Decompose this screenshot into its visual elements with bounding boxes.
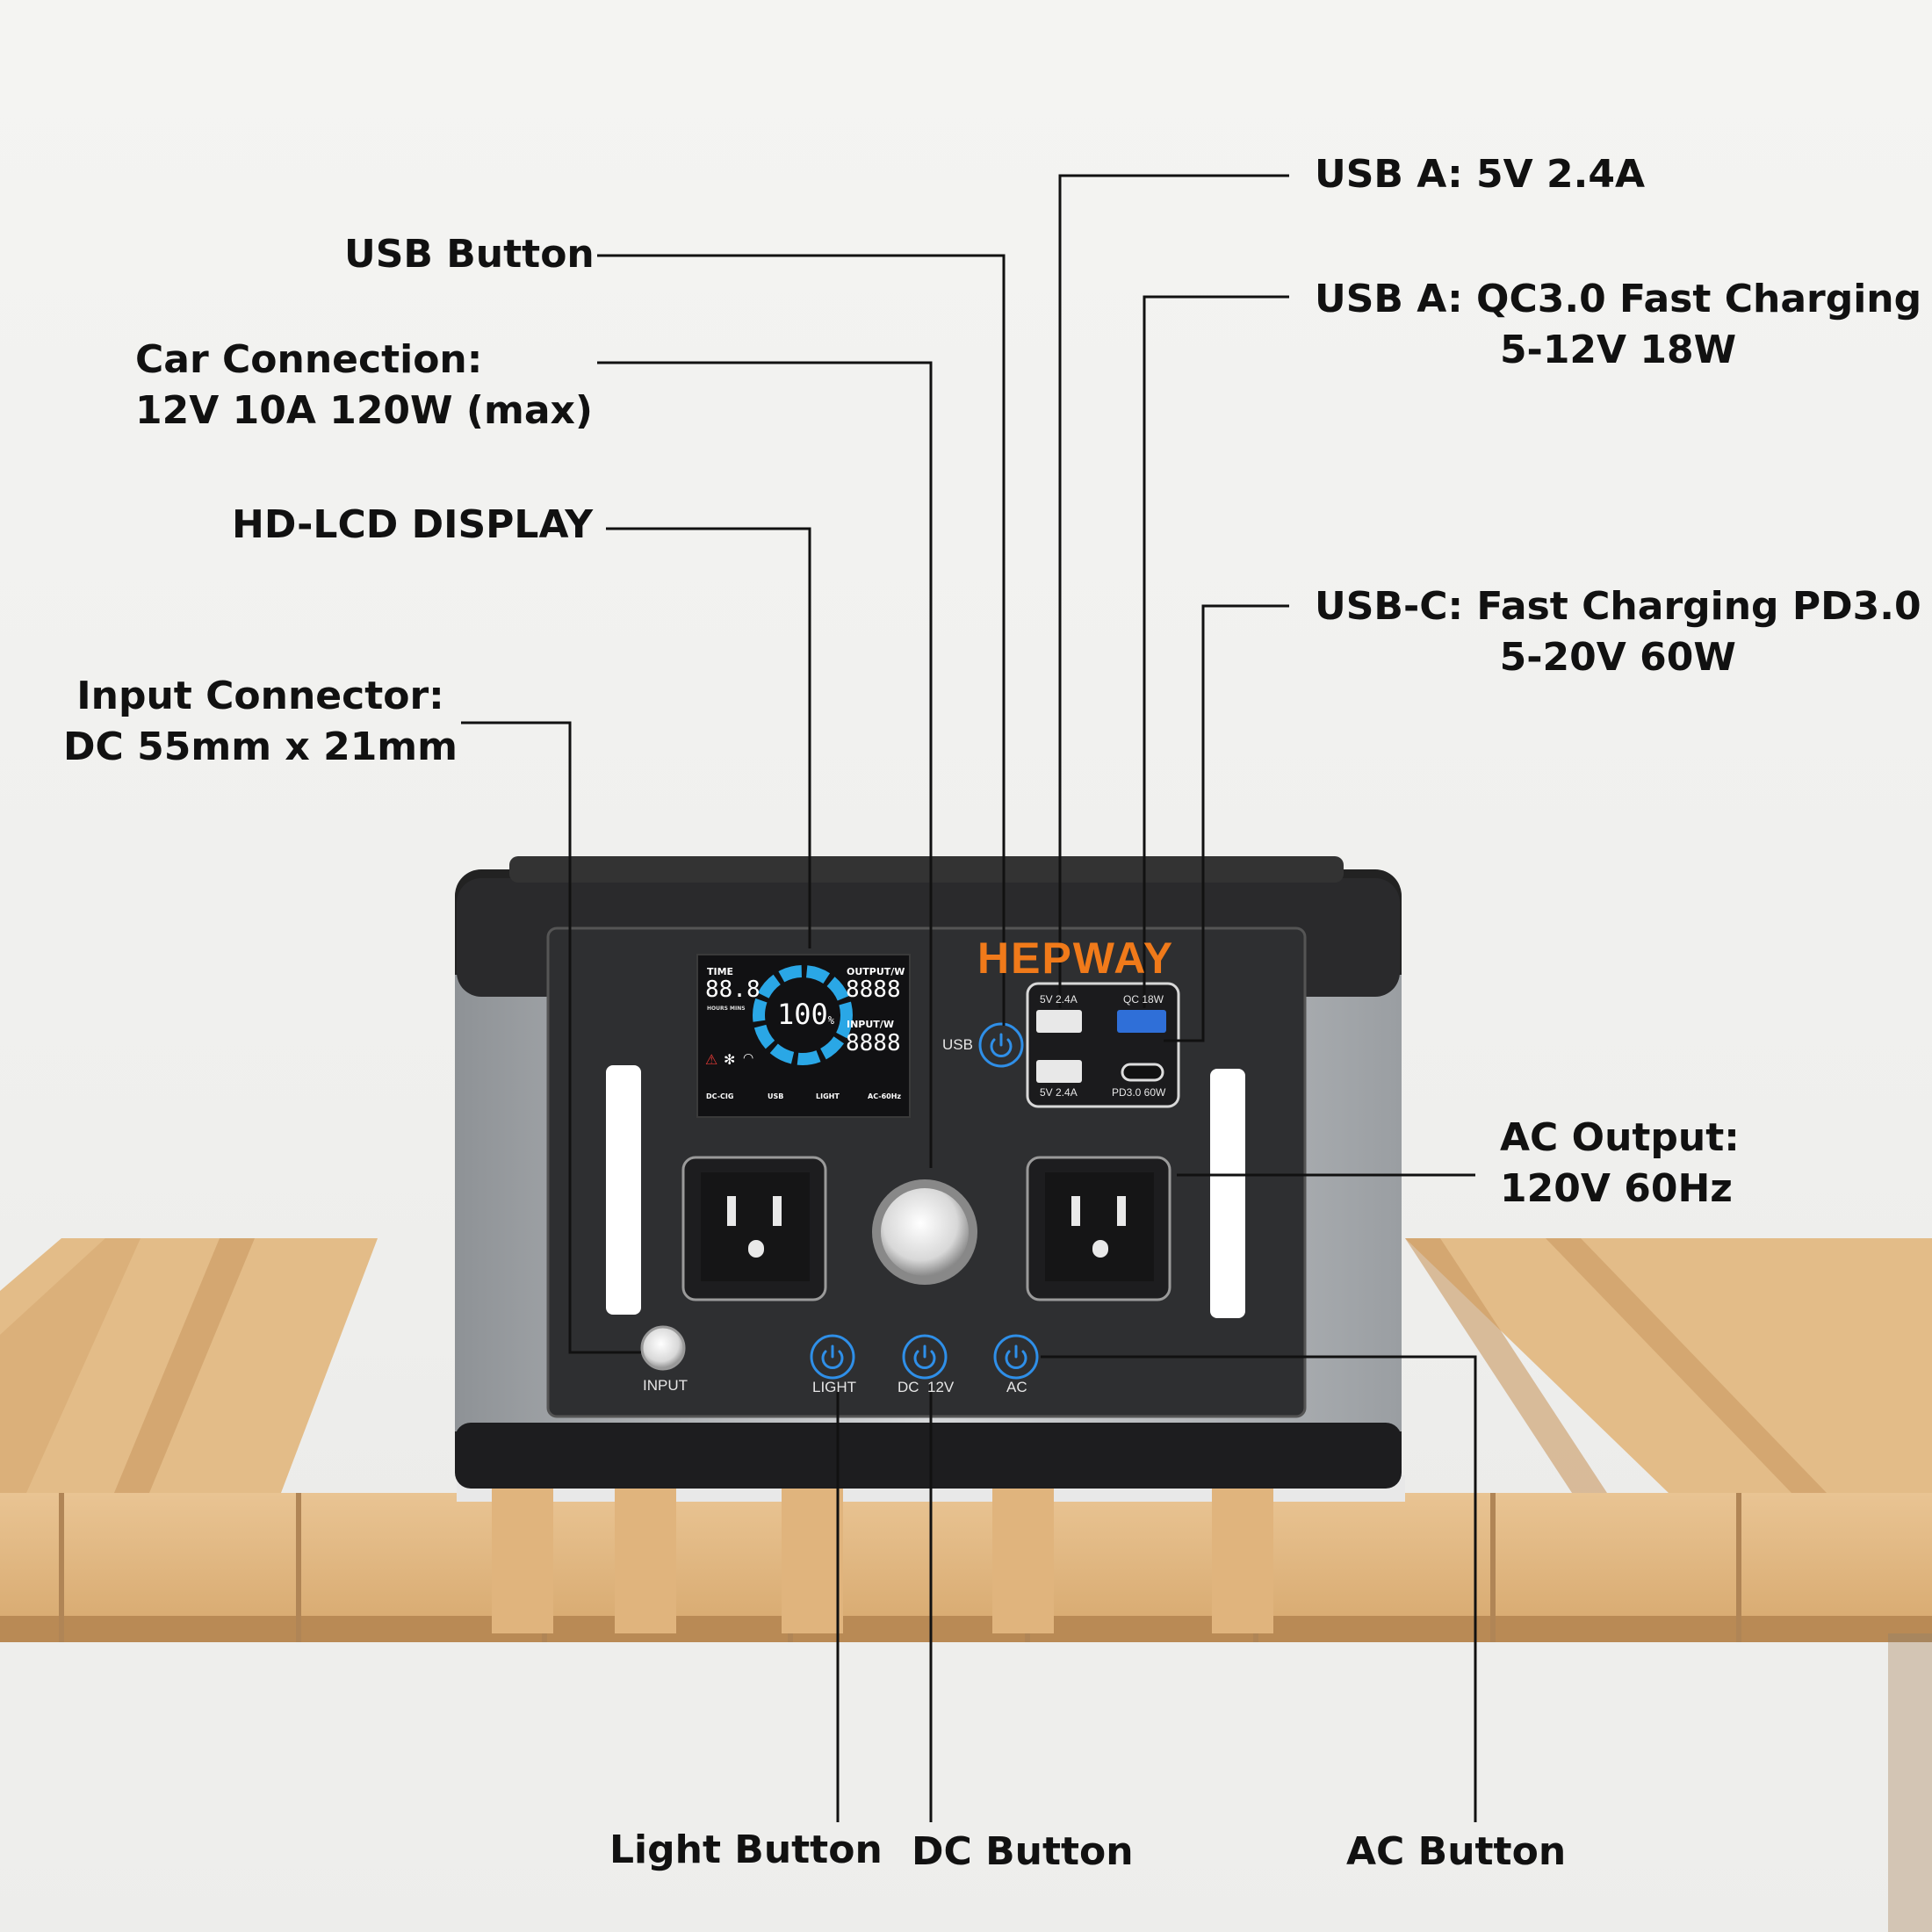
lcd-output-value: 8888 <box>846 977 901 1003</box>
panel-label-pd: PD3.0 60W <box>1112 1086 1166 1099</box>
callout-usb-a-qc-line2: 5-12V 18W <box>1499 328 1737 372</box>
lcd-icon-ac: AC-60Hz <box>868 1092 902 1100</box>
dc-power-button[interactable] <box>902 1334 948 1380</box>
lcd-time-label: TIME <box>707 966 734 977</box>
lcd-time-value: 88.8 <box>705 977 761 1003</box>
panel-label-usb-a2: 5V 2.4A <box>1040 1086 1078 1099</box>
callout-car-connection: Car Connection: 12V 10A 120W (max) <box>135 335 593 436</box>
callout-usb-a-qc: USB A: QC3.0 Fast Charging 5-12V 18W <box>1315 274 1921 376</box>
lcd-icon-dc-cig: DC-CIG <box>706 1092 734 1100</box>
callout-usb-c: USB-C: Fast Charging PD3.0 5-20V 60W <box>1315 581 1921 683</box>
callout-input-line1: Input Connector: <box>76 674 444 718</box>
callout-usb-a-qc-line1: USB A: QC3.0 Fast Charging <box>1315 277 1922 321</box>
brand-logo: HEPWAY <box>977 934 1175 983</box>
callout-input-connector: Input Connector: DC 55mm x 21mm <box>63 671 458 773</box>
lcd-battery-value: 100 <box>777 998 828 1031</box>
lcd-icon-light: LIGHT <box>816 1092 840 1100</box>
ac-outlets <box>681 1156 1171 1301</box>
callout-car-line1: Car Connection: <box>135 337 483 382</box>
callout-input-line2: DC 55mm x 21mm <box>63 724 458 769</box>
callout-usb-c-line2: 5-20V 60W <box>1499 635 1736 680</box>
usb-power-button[interactable] <box>978 1022 1024 1068</box>
callout-dc-button: DC Button <box>912 1829 1134 1874</box>
callout-ac-button: AC Button <box>1346 1829 1567 1874</box>
lcd-display <box>696 954 911 1118</box>
panel-label-qc: QC 18W <box>1123 993 1164 1006</box>
callout-car-line2: 12V 10A 120W (max) <box>135 388 594 433</box>
lcd-input-value: 8888 <box>846 1030 901 1056</box>
table <box>0 1238 1932 1932</box>
panel-label-input: INPUT <box>643 1377 688 1394</box>
callout-usb-button: USB Button <box>344 232 595 277</box>
callout-ac-output: AC Output: 120V 60Hz <box>1500 1113 1740 1215</box>
callout-ac-output-line1: AC Output: <box>1500 1115 1740 1160</box>
panel-label-usb: USB <box>942 1036 973 1053</box>
panel-label-light: LIGHT <box>812 1379 857 1395</box>
lcd-icon-warning: ⚠ <box>705 1051 718 1068</box>
panel-label-dc: DC 12V <box>898 1379 955 1395</box>
lcd-time-units: HOURS MINS <box>707 1006 746 1012</box>
lcd-input-label: INPUT/W <box>847 1019 894 1030</box>
lcd-icon-wireless: ◠ <box>743 1051 754 1065</box>
lcd-battery-percent: 100% <box>777 998 834 1031</box>
panel-label-ac: AC <box>1006 1379 1027 1395</box>
leader-lines <box>461 174 1477 1822</box>
callout-light-button: Light Button <box>609 1827 883 1872</box>
input-connector <box>640 1325 686 1371</box>
panel-label-usb-a1: 5V 2.4A <box>1040 993 1078 1006</box>
lcd-percent-sign: % <box>827 1014 835 1027</box>
callout-usb-a: USB A: 5V 2.4A <box>1315 152 1646 197</box>
car-socket-cap <box>881 1188 969 1276</box>
lcd-icon-fan: ✻ <box>724 1051 736 1068</box>
light-power-button[interactable] <box>810 1334 855 1380</box>
usb-port-block <box>1026 982 1180 1108</box>
ac-power-button[interactable] <box>993 1334 1039 1380</box>
callout-lcd: HD-LCD DISPLAY <box>232 502 594 547</box>
callout-usb-c-line1: USB-C: Fast Charging PD3.0 <box>1315 584 1921 629</box>
lcd-icon-usb: USB <box>768 1092 784 1100</box>
callout-ac-output-line2: 120V 60Hz <box>1500 1166 1733 1211</box>
lcd-output-label: OUTPUT/W <box>847 966 905 977</box>
